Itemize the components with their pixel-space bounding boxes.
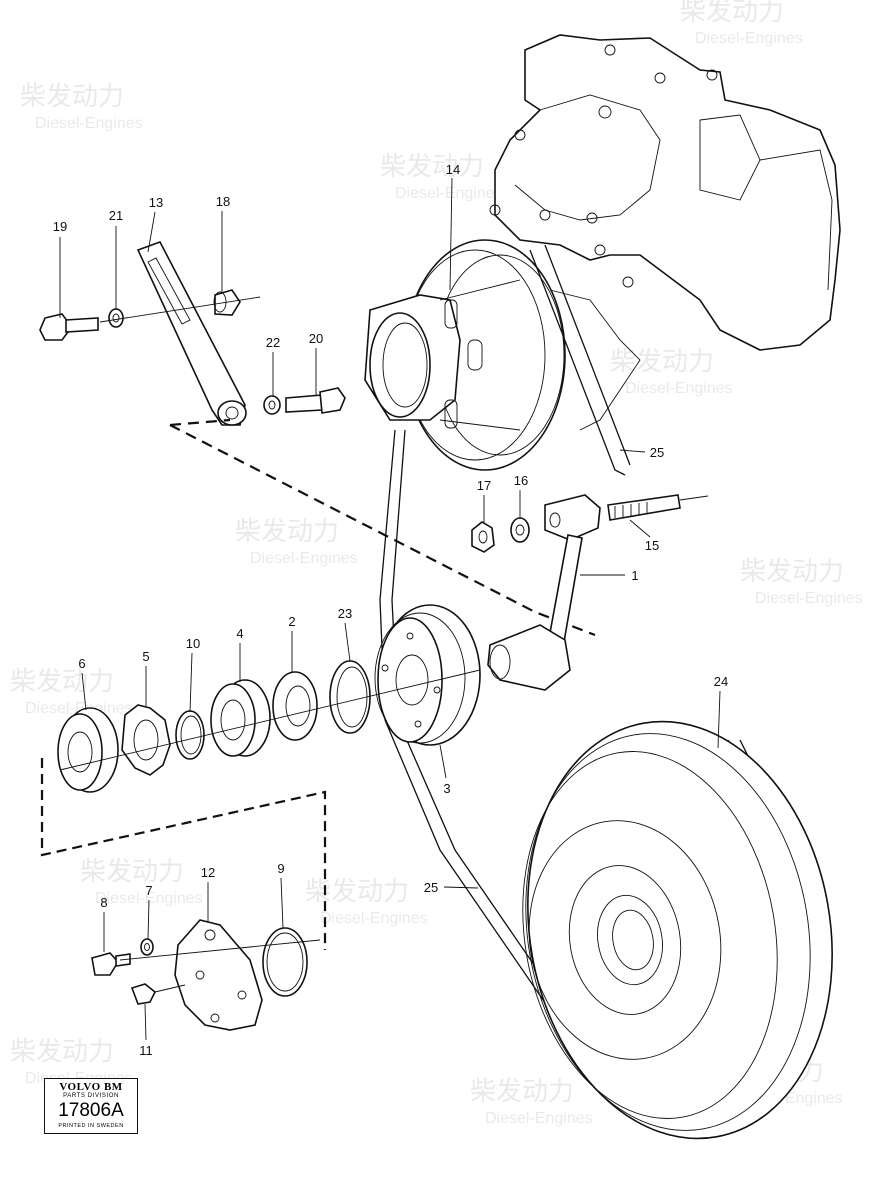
watermark-en: Diesel-Engines — [485, 1110, 593, 1127]
pump-housing — [489, 34, 841, 431]
washer-21 — [108, 308, 124, 328]
cover-12 — [174, 919, 263, 1031]
callout-23: 23 — [338, 606, 352, 621]
badge-drawing-number: 17806A — [58, 1100, 124, 1121]
callout-15: 15 — [645, 538, 659, 553]
reference-dashed-line — [169, 418, 596, 637]
callout-13: 13 — [149, 195, 163, 210]
adjusting-strap-13 — [136, 241, 247, 426]
watermark-en: Diesel-Engines — [320, 910, 428, 927]
callout-14: 14 — [446, 162, 460, 177]
watermark-en: Diesel-Engines — [95, 890, 203, 907]
watermark-en: Diesel-Engines — [755, 590, 863, 607]
watermark-en: Diesel-Engines — [35, 115, 143, 132]
axis-line — [119, 939, 321, 961]
callout-1: 1 — [631, 568, 638, 583]
callout-7: 7 — [145, 883, 152, 898]
callout-16: 16 — [514, 473, 528, 488]
watermark-cn: 柴发动力 — [20, 82, 124, 112]
washer-22 — [263, 395, 281, 415]
bolt-19 — [39, 313, 99, 341]
callout-21: 21 — [109, 208, 123, 223]
callout-12: 12 — [201, 865, 215, 880]
watermark-cn: 柴发动力 — [470, 1077, 574, 1107]
watermark-cn: 柴发动力 — [305, 877, 409, 907]
callout-20: 20 — [309, 331, 323, 346]
crank-pulley-24 — [522, 720, 833, 1140]
watermark-en: Diesel-Engines — [395, 185, 503, 202]
badge-brand: VOLVO BM — [59, 1081, 123, 1093]
reference-dashed-bracket — [40, 758, 327, 950]
axis-line — [59, 669, 481, 771]
callout-2: 2 — [288, 614, 295, 629]
watermark-cn: 柴发动力 — [235, 517, 339, 547]
axis-line — [99, 296, 261, 323]
callout-3: 3 — [443, 781, 450, 796]
badge-division: PARTS DIVISION — [63, 1093, 119, 1099]
washer-7 — [140, 938, 154, 956]
watermark-cn: 柴发动力 — [680, 0, 784, 27]
callout-25-lower: 25 — [424, 880, 438, 895]
callout-5: 5 — [142, 649, 149, 664]
bolt-20 — [285, 387, 346, 414]
seal-6 — [57, 707, 119, 793]
washer-2 — [272, 671, 318, 741]
callout-10: 10 — [186, 636, 200, 651]
volvo-parts-badge: VOLVO BM PARTS DIVISION 17806A PRINTED I… — [44, 1078, 138, 1134]
callout-22: 22 — [266, 335, 280, 350]
watermark-cn: 柴发动力 — [10, 1037, 114, 1067]
watermark-en: Diesel-Engines — [625, 380, 733, 397]
callout-8: 8 — [100, 895, 107, 910]
callout-17: 17 — [477, 478, 491, 493]
tension-arm-1 — [487, 494, 601, 691]
callout-25-upper: 25 — [650, 445, 664, 460]
idler-pulley-3 — [374, 604, 481, 746]
washer-16 — [510, 517, 530, 543]
callout-9: 9 — [277, 861, 284, 876]
lock-washer-5 — [121, 704, 171, 776]
watermark-en: Diesel-Engines — [25, 700, 133, 717]
callout-19: 19 — [53, 219, 67, 234]
callout-6: 6 — [78, 656, 85, 671]
bolt-8 — [91, 952, 131, 976]
callout-labels: 19 21 13 18 22 20 14 25 17 16 15 1 6 5 1… — [53, 162, 728, 1058]
callout-24: 24 — [714, 674, 728, 689]
watermark-cn: 柴发动力 — [10, 667, 114, 697]
pulley-14 — [364, 239, 566, 471]
watermark-cn: 柴发动力 — [740, 557, 844, 587]
badge-printed: PRINTED IN SWEDEN — [58, 1123, 124, 1129]
watermark-cn: 柴发动力 — [80, 857, 184, 887]
circlip-10 — [175, 710, 205, 760]
watermark-en: Diesel-Engines — [250, 550, 358, 567]
bearing-4 — [210, 679, 271, 757]
stud-15 — [607, 494, 709, 521]
callout-11: 11 — [139, 1043, 153, 1058]
nut-17 — [471, 521, 495, 553]
watermark-en: Diesel-Engines — [695, 30, 803, 47]
leader-lines — [59, 177, 721, 1041]
watermark-cn: 柴发动力 — [610, 347, 714, 377]
callout-18: 18 — [216, 194, 230, 209]
o-ring-9 — [262, 927, 308, 997]
callout-4: 4 — [236, 626, 243, 641]
watermark-cn: 柴发动力 — [380, 152, 484, 182]
grease-nipple-11 — [130, 983, 186, 1005]
snap-ring-23 — [329, 660, 371, 734]
